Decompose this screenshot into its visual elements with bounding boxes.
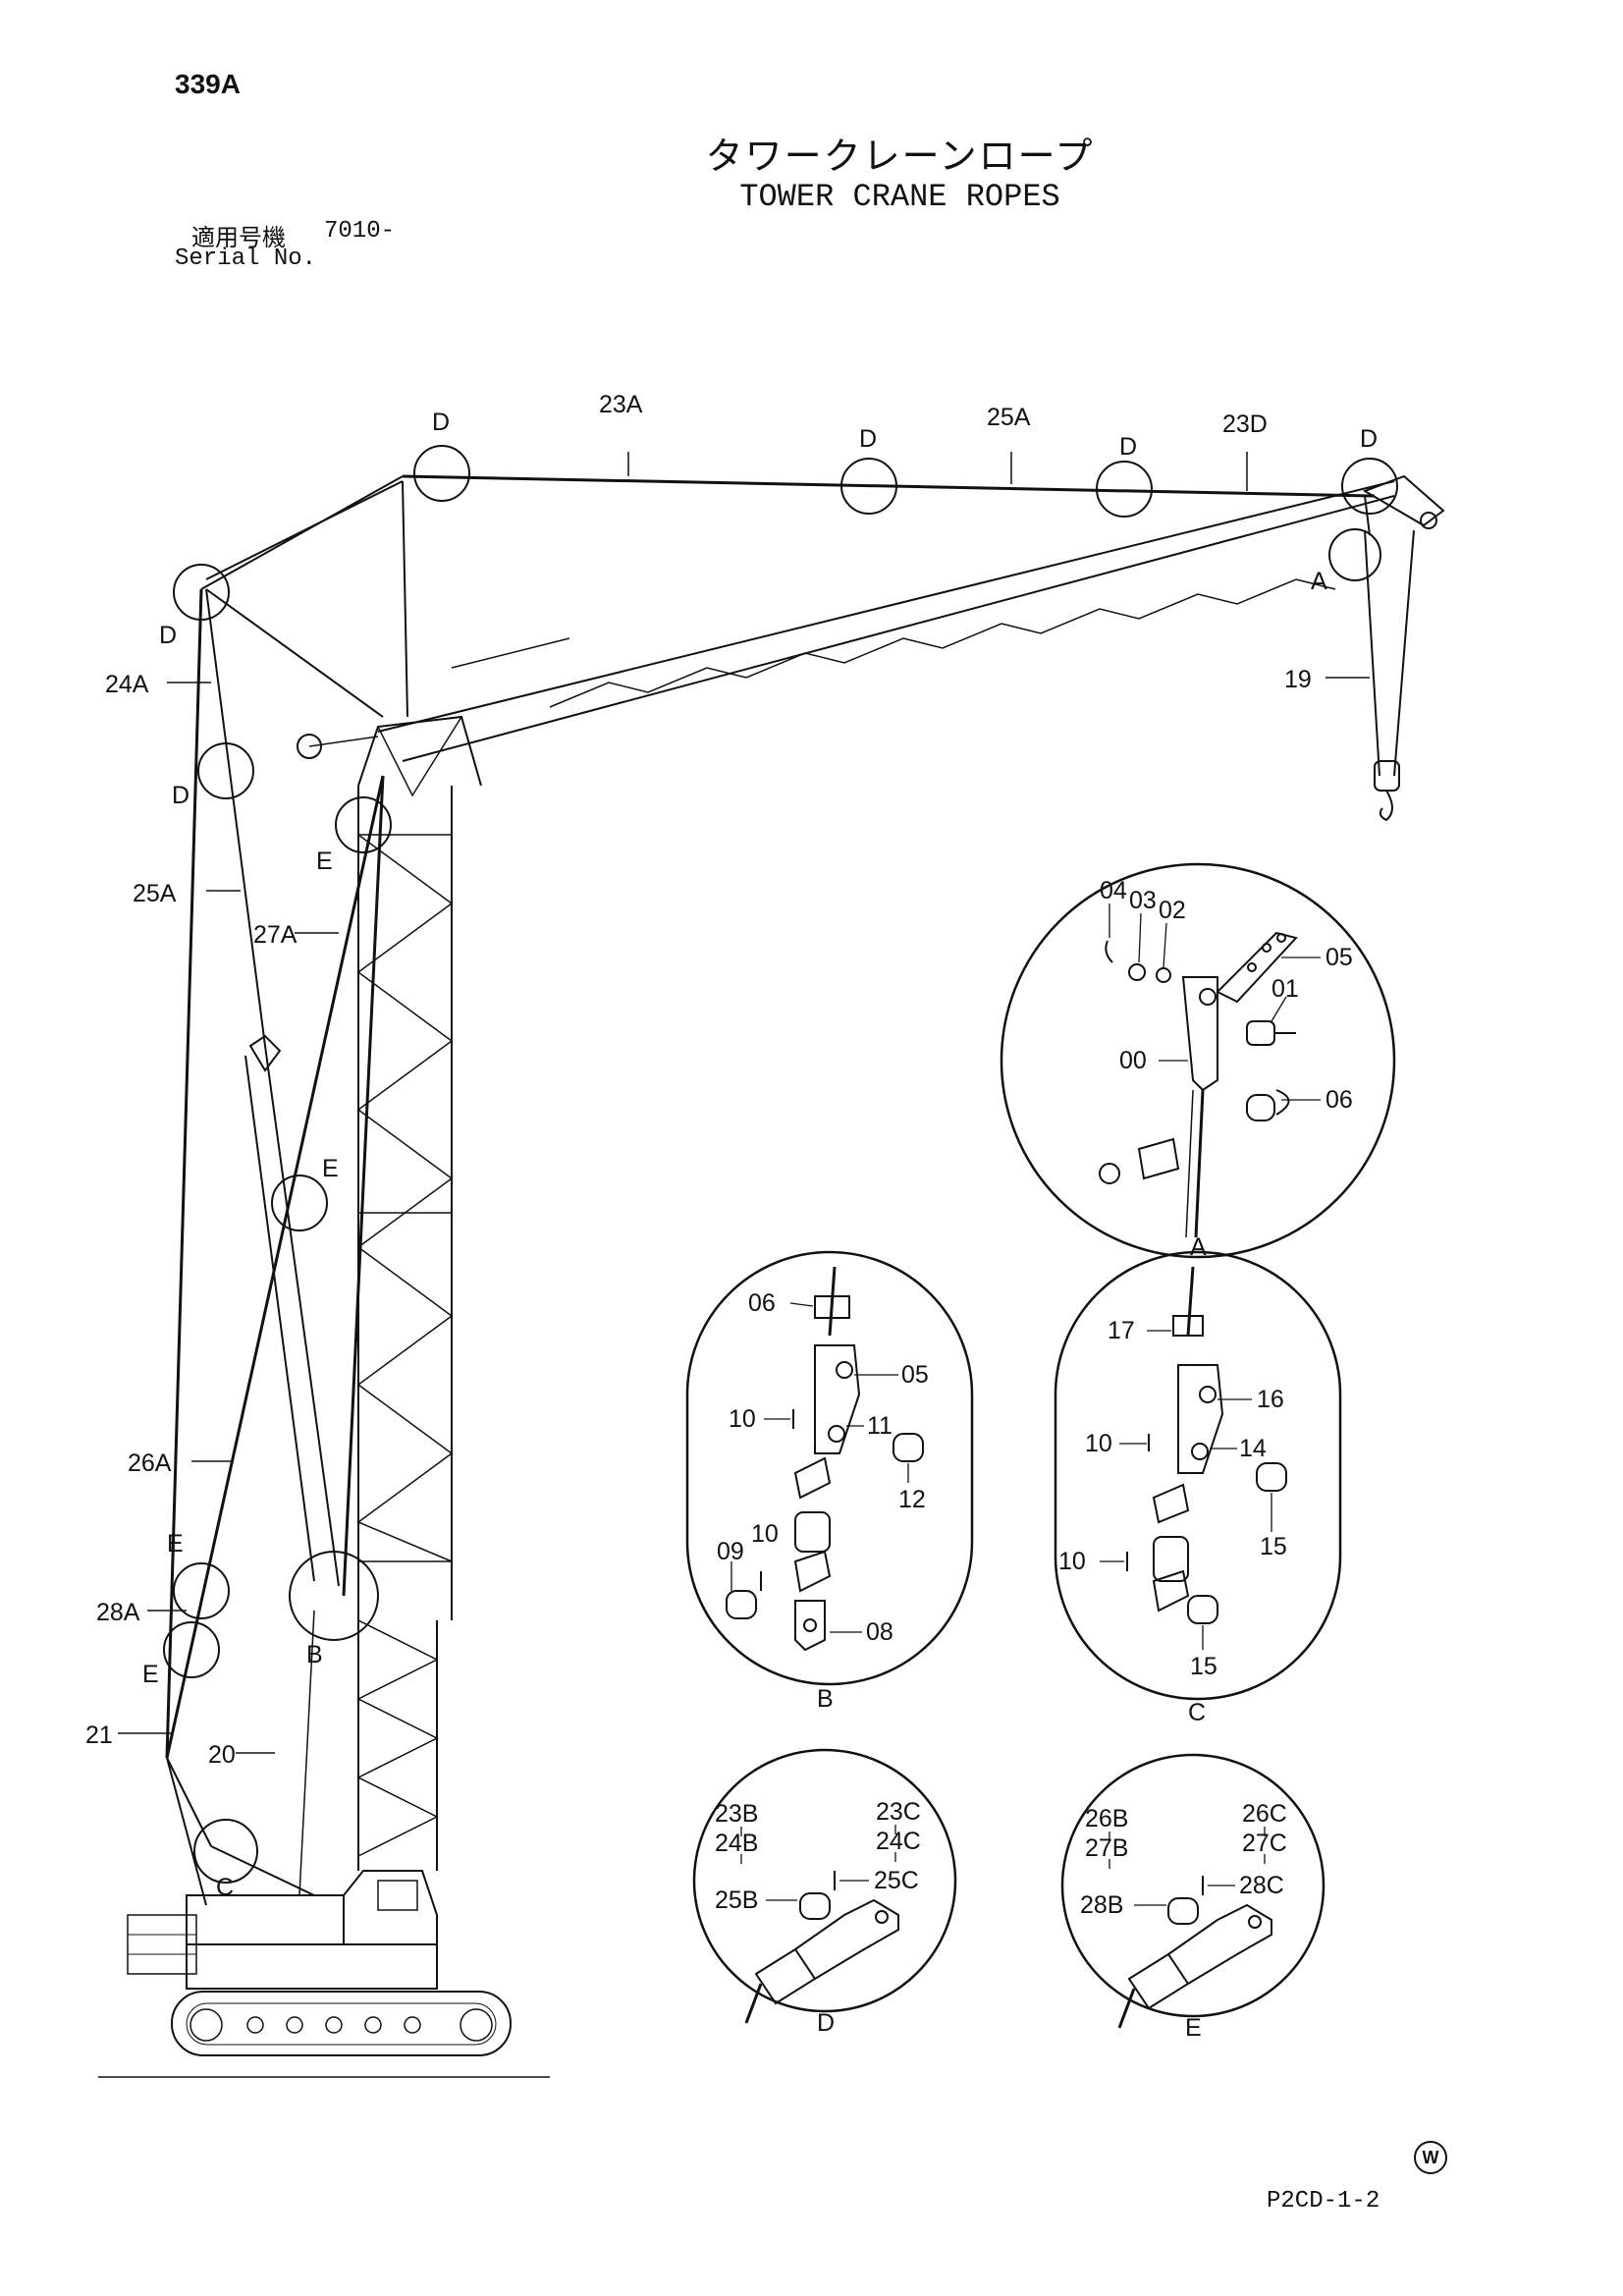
detail-b: 06 05 10 11 12 09 10 08 B	[685, 1250, 974, 1713]
callout-e2: E	[322, 1155, 339, 1182]
callout-d4: D	[1360, 425, 1378, 453]
callout-d6: D	[172, 782, 189, 809]
detail-a-label: A	[1190, 1233, 1207, 1261]
title-english: TOWER CRANE ROPES	[739, 179, 1060, 215]
part-c-10a: 10	[1085, 1430, 1112, 1457]
part-a-06: 06	[1325, 1086, 1353, 1114]
detail-a: 04 03 02 05 01 00 06 A	[1000, 862, 1396, 1261]
callout-d5: D	[159, 622, 177, 649]
detail-markers	[163, 445, 1398, 1884]
part-e-26c: 26C	[1242, 1800, 1287, 1828]
part-d-24c: 24C	[876, 1828, 921, 1855]
w-mark-icon: W	[1414, 2141, 1447, 2174]
callout-d2: D	[859, 425, 877, 453]
detail-c: 17 16 10 14 10 15 15 C	[1054, 1250, 1342, 1726]
callout-23d: 23D	[1222, 410, 1268, 438]
part-d-23c: 23C	[876, 1798, 921, 1826]
part-a-03: 03	[1129, 887, 1157, 914]
callout-e1: E	[316, 847, 333, 875]
part-c-15b: 15	[1190, 1653, 1217, 1680]
callout-20: 20	[208, 1741, 236, 1769]
callout-27a: 27A	[253, 921, 298, 949]
part-b-10a: 10	[729, 1405, 756, 1433]
part-b-09: 09	[717, 1538, 744, 1565]
drawing-code: P2CD-1-2	[1267, 2188, 1380, 2214]
part-b-08: 08	[866, 1618, 893, 1646]
detail-d-label: D	[817, 2009, 835, 2037]
callout-25a-top: 25A	[987, 404, 1031, 431]
part-c-15a: 15	[1260, 1533, 1287, 1560]
part-e-27b: 27B	[1085, 1834, 1128, 1862]
part-d-24b: 24B	[715, 1830, 758, 1857]
serial-label-japanese: 適用号機	[191, 224, 286, 251]
part-a-00: 00	[1119, 1047, 1147, 1074]
part-d-23b: 23B	[715, 1800, 758, 1828]
part-e-28c: 28C	[1239, 1872, 1284, 1899]
part-b-06: 06	[748, 1289, 776, 1317]
callout-b: B	[306, 1641, 323, 1668]
callout-d1: D	[432, 409, 450, 436]
detail-d: 23B 24B 25B 23C 24C 25C D	[692, 1748, 957, 2037]
part-a-02: 02	[1159, 897, 1186, 924]
part-b-11: 11	[867, 1412, 893, 1440]
part-b-12: 12	[898, 1486, 926, 1513]
part-c-14: 14	[1239, 1435, 1267, 1462]
part-e-27c: 27C	[1242, 1830, 1287, 1857]
detail-e-label: E	[1185, 2014, 1202, 2042]
callout-labels: 23A 25A 23D D D D D D D 24A 25A 27A 26A …	[85, 391, 1378, 1901]
detail-b-label: B	[817, 1685, 834, 1713]
part-c-16: 16	[1257, 1386, 1284, 1413]
callout-28a: 28A	[96, 1599, 140, 1626]
detail-c-label: C	[1188, 1699, 1206, 1726]
callout-24a: 24A	[105, 671, 149, 698]
part-a-05: 05	[1325, 944, 1353, 971]
serial-label-english: Serial No.	[175, 246, 317, 272]
part-a-01: 01	[1271, 975, 1299, 1003]
part-c-17: 17	[1108, 1317, 1135, 1344]
serial-value: 7010-	[324, 218, 396, 245]
callout-a: A	[1311, 568, 1327, 595]
callout-19: 19	[1284, 666, 1312, 693]
page-number: 339A	[175, 69, 241, 99]
callout-e4: E	[142, 1661, 159, 1688]
leader-lines	[118, 452, 1370, 1754]
part-b-05: 05	[901, 1361, 929, 1389]
part-c-10b: 10	[1058, 1548, 1086, 1575]
part-d-25c: 25C	[874, 1867, 919, 1894]
part-d-25b: 25B	[715, 1886, 758, 1914]
callout-23a: 23A	[599, 391, 643, 418]
part-e-26b: 26B	[1085, 1805, 1128, 1832]
callout-25a-side: 25A	[133, 880, 177, 907]
part-e-28b: 28B	[1080, 1891, 1123, 1919]
crane-structure	[98, 474, 1445, 2078]
part-a-04: 04	[1100, 877, 1127, 904]
title-japanese: タワークレーンロープ	[705, 135, 1095, 178]
callout-c: C	[216, 1874, 234, 1901]
part-b-10b: 10	[751, 1520, 779, 1548]
detail-e: 26B 27B 28B 26C 27C 28C E	[1060, 1753, 1325, 2042]
callout-26a: 26A	[128, 1449, 172, 1477]
callout-d3: D	[1119, 433, 1137, 461]
pendant-ropes	[165, 474, 1376, 1759]
callout-21: 21	[85, 1722, 113, 1749]
callout-e3: E	[167, 1530, 184, 1558]
